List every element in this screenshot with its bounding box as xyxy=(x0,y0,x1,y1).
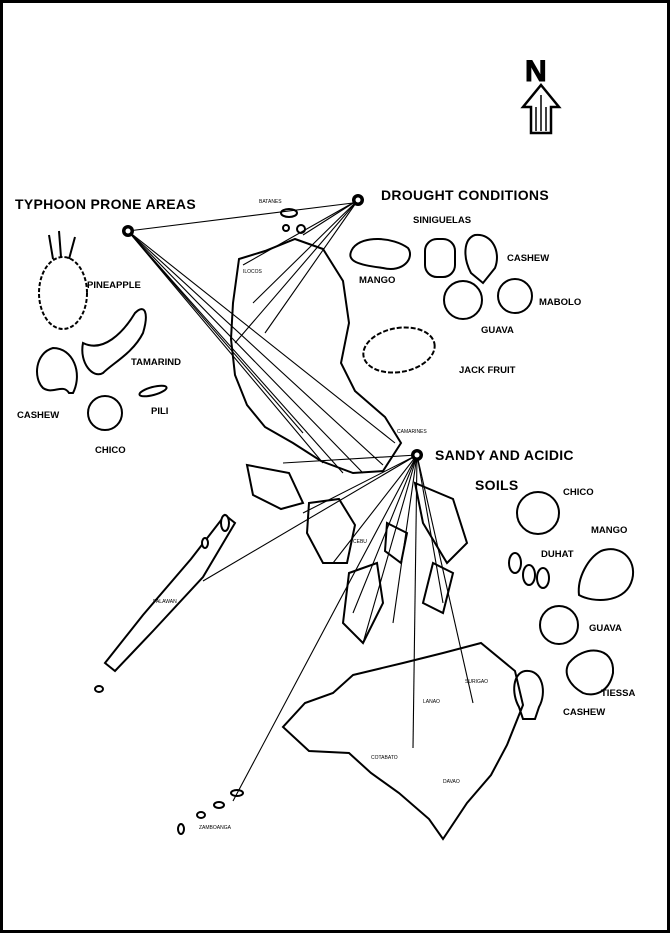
place-label: COTABATO xyxy=(371,755,398,761)
mango-icon xyxy=(577,548,634,601)
drought-rays xyxy=(234,199,359,344)
tamarind-icon xyxy=(81,308,147,376)
sandy-title-line1: SANDY AND ACIDIC xyxy=(435,447,574,463)
drought-title: DROUGHT CONDITIONS xyxy=(381,187,549,203)
fruit-label: JACK FRUIT xyxy=(459,365,516,376)
fruit-label: SINIGUELAS xyxy=(413,215,471,226)
duhat-icon xyxy=(508,552,550,589)
place-label: SURIGAO xyxy=(465,679,488,685)
place-label: PALAWAN xyxy=(153,599,177,605)
place-label: ILOCOS xyxy=(243,269,263,275)
map-canvas: N BATANES CAMARINES DAVAO ZAMBOANGA COTA… xyxy=(15,55,635,841)
fruit-label: PILI xyxy=(151,406,168,417)
chico-icon xyxy=(87,395,123,431)
mango-icon xyxy=(349,238,411,270)
cashew-icon xyxy=(464,233,498,285)
place-label: ZAMBOANGA xyxy=(199,825,232,831)
north-arrow-icon: N xyxy=(520,55,562,135)
sandy-title-line2: SOILS xyxy=(475,477,519,493)
pili-icon xyxy=(138,384,168,398)
map-place-labels: BATANES CAMARINES DAVAO ZAMBOANGA COTABA… xyxy=(153,199,488,831)
typhoon-rays xyxy=(127,202,396,474)
guava-icon xyxy=(443,280,483,320)
fruit-label: MANGO xyxy=(591,525,627,536)
chico-icon xyxy=(516,491,560,535)
siniguelas-icon xyxy=(424,238,456,278)
pineapple-icon xyxy=(38,230,88,330)
north-label: N xyxy=(525,55,547,88)
islands xyxy=(94,208,525,841)
typhoon-title: TYPHOON PRONE AREAS xyxy=(15,196,196,212)
mindanao xyxy=(281,641,525,841)
fruit-label: DUHAT xyxy=(541,549,574,560)
fruit-label: CASHEW xyxy=(17,410,59,421)
pin-icon xyxy=(352,194,364,206)
cashew-icon xyxy=(36,346,78,394)
fruit-label: MANGO xyxy=(359,275,395,286)
place-label: CEBU xyxy=(353,539,367,545)
pin-icon xyxy=(411,449,423,461)
tiessa-icon xyxy=(565,649,615,696)
jackfruit-icon xyxy=(362,326,436,374)
fruit-label: MABOLO xyxy=(539,297,581,308)
fruit-label: GUAVA xyxy=(589,623,622,634)
place-label: DAVAO xyxy=(443,779,460,785)
guava-icon xyxy=(539,605,579,645)
place-label: LANAO xyxy=(423,699,440,705)
pin-icon xyxy=(122,225,134,237)
fruit-label: CASHEW xyxy=(563,707,605,718)
fruit-label: GUAVA xyxy=(481,325,514,336)
place-label: CAMARINES xyxy=(397,429,427,435)
fruit-label: TIESSA xyxy=(601,688,635,699)
sandy-soil-rays xyxy=(202,454,474,802)
fruit-label: TAMARIND xyxy=(131,357,181,368)
place-label: BATANES xyxy=(259,199,282,205)
mabolo-icon xyxy=(497,278,533,314)
fruit-label: CHICO xyxy=(95,445,126,456)
fruit-label: CASHEW xyxy=(507,253,549,264)
cashew-icon xyxy=(513,669,544,720)
fruit-label: CHICO xyxy=(563,487,594,498)
palawan xyxy=(103,513,237,673)
fruit-label: PINEAPPLE xyxy=(87,280,141,291)
